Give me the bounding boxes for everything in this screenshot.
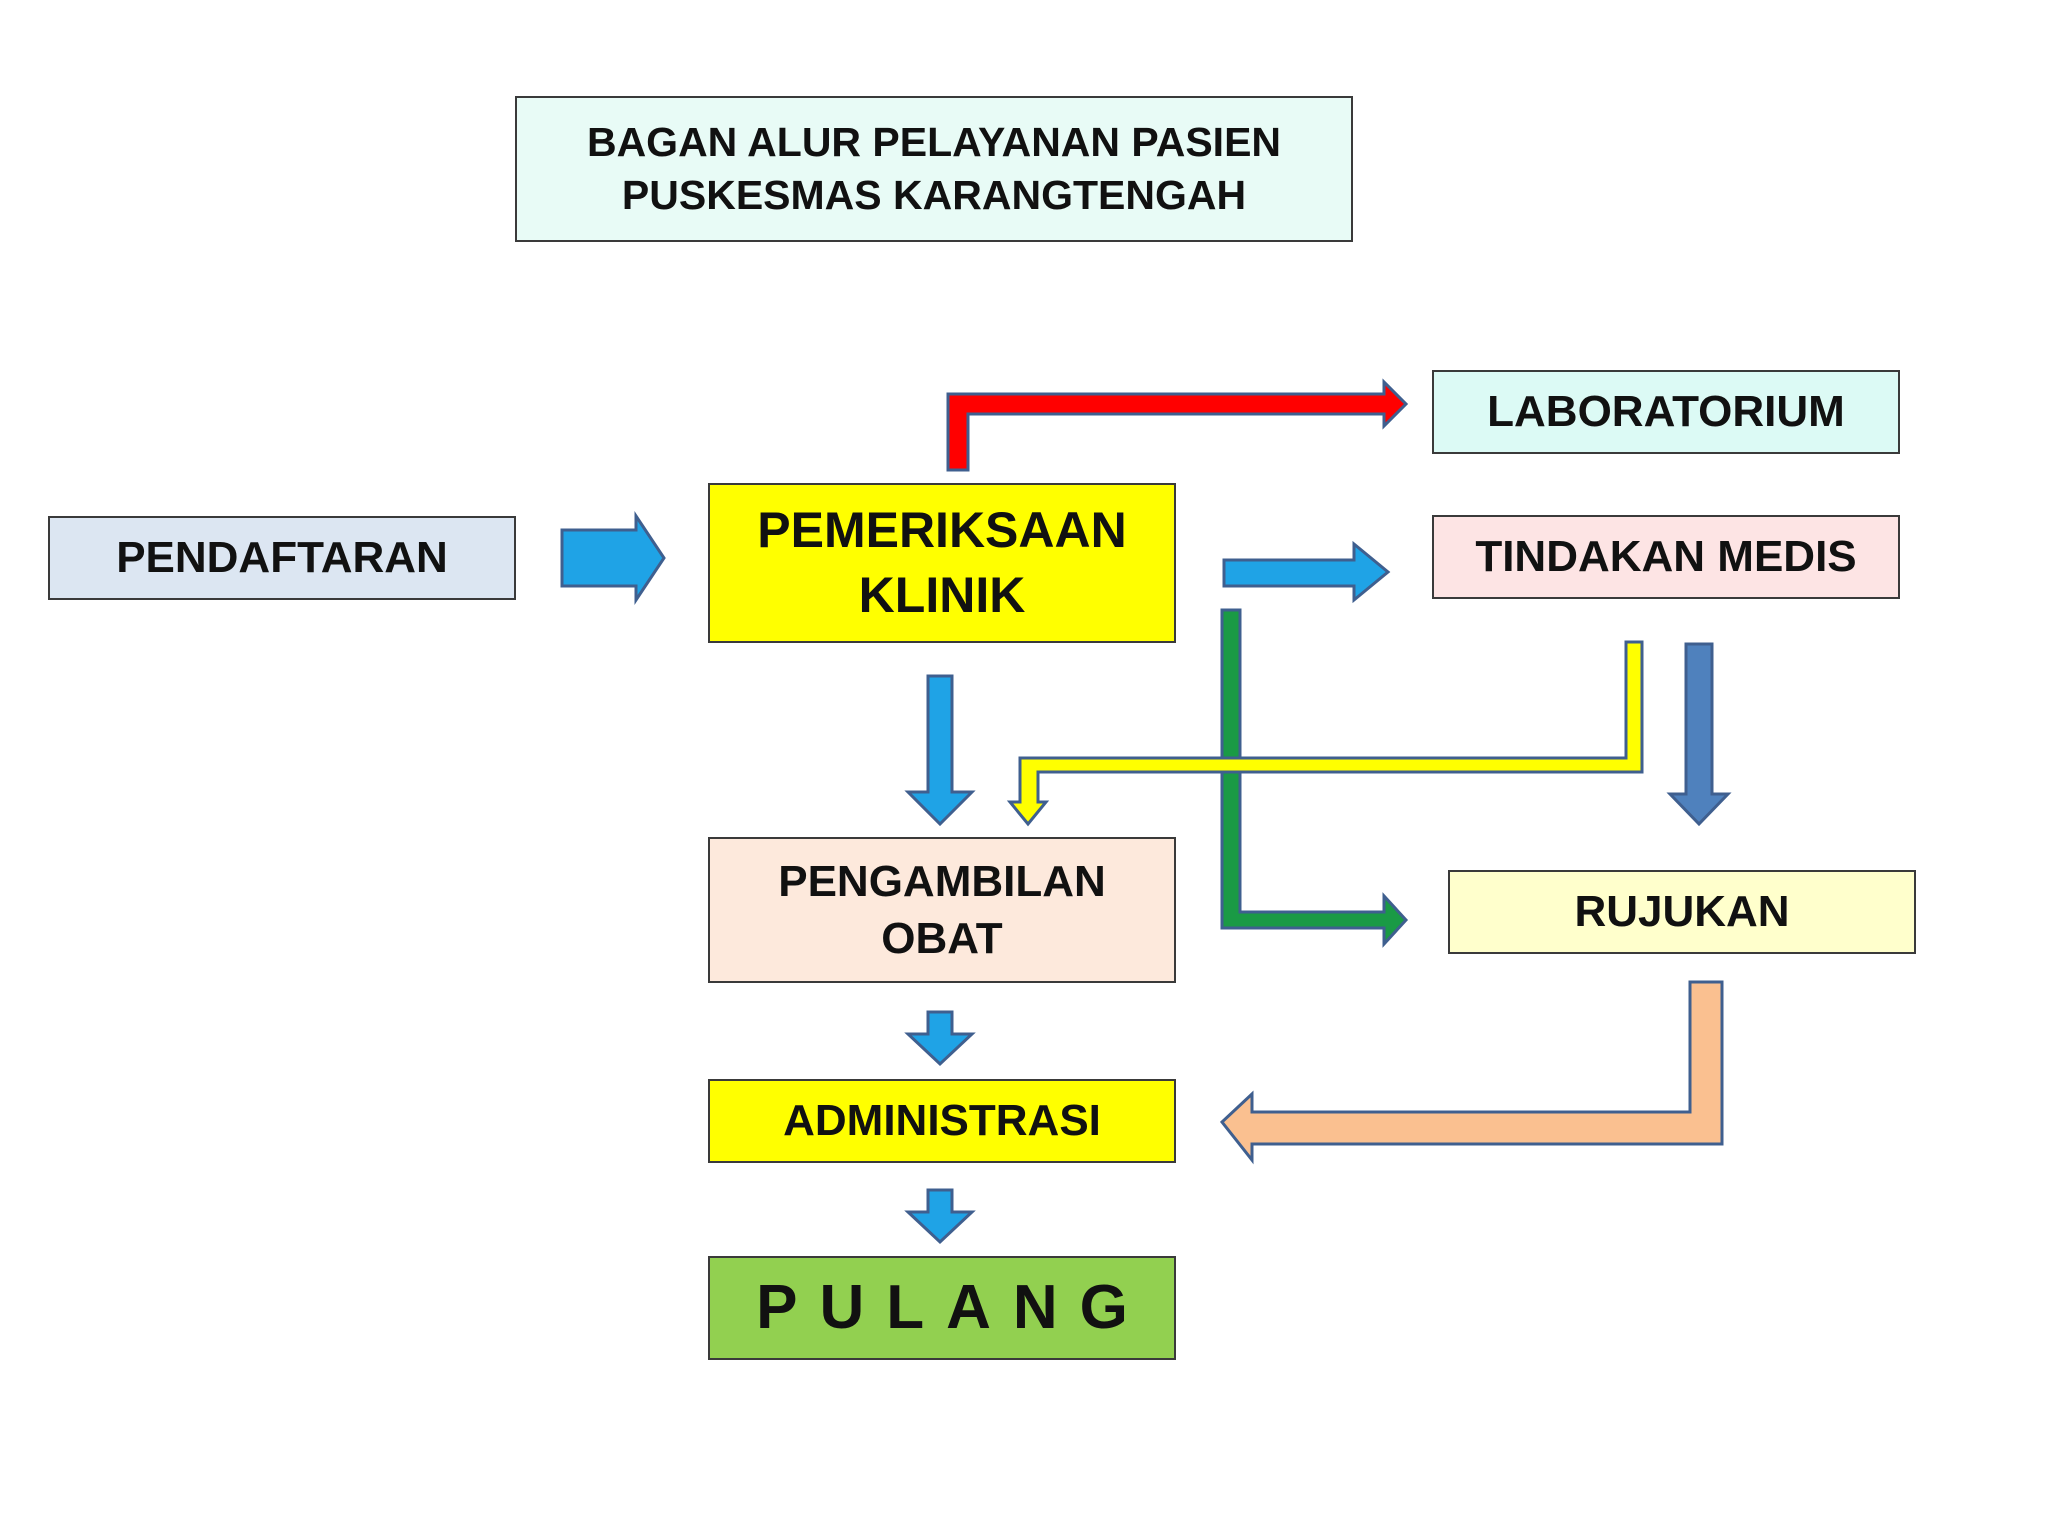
node-pengambilan-label-2: OBAT [881, 914, 1003, 963]
arrow-rujukan-to-administrasi [1219, 980, 1724, 1165]
title-line-2: PUSKESMAS KARANGTENGAH [621, 172, 1247, 218]
node-pemeriksaan-klinik: PEMERIKSAAN KLINIK [708, 483, 1176, 643]
node-administrasi: ADMINISTRASI [708, 1079, 1176, 1163]
node-rujukan: RUJUKAN [1448, 870, 1916, 954]
node-pulang: PULANG [708, 1256, 1176, 1360]
node-pemeriksaan-label-1: PEMERIKSAAN [757, 502, 1127, 558]
node-pengambilan-label-1: PENGAMBILAN [778, 856, 1106, 906]
arrow-pendaftaran-to-pemeriksaan [560, 511, 666, 605]
arrow-pemeriksaan-to-pengambilan [904, 674, 976, 827]
arrow-pemeriksaan-to-tindakan [1222, 540, 1391, 604]
node-administrasi-label: ADMINISTRASI [783, 1096, 1101, 1146]
node-laboratorium-label: LABORATORIUM [1487, 387, 1845, 437]
node-pulang-label: PULANG [756, 1272, 1150, 1342]
node-laboratorium: LABORATORIUM [1432, 370, 1900, 454]
diagram-title: BAGAN ALUR PELAYANAN PASIEN PUSKESMAS KA… [515, 96, 1353, 242]
arrow-tindakan-to-rujukan [1666, 642, 1732, 827]
node-rujukan-label: RUJUKAN [1574, 887, 1790, 937]
title-line-1: BAGAN ALUR PELAYANAN PASIEN [586, 118, 1282, 165]
node-tindakan-label: TINDAKAN MEDIS [1475, 532, 1857, 582]
arrow-administrasi-to-pulang [904, 1188, 976, 1245]
node-pemeriksaan-label-2: KLINIK [858, 567, 1026, 623]
node-tindakan-medis: TINDAKAN MEDIS [1432, 515, 1900, 599]
arrow-pemeriksaan-to-rujukan [1220, 608, 1409, 948]
arrow-tindakan-to-pengambilan [1006, 640, 1644, 827]
node-pengambilan-obat: PENGAMBILAN OBAT [708, 837, 1176, 983]
node-pendaftaran: PENDAFTARAN [48, 516, 516, 600]
node-pendaftaran-label: PENDAFTARAN [116, 533, 448, 583]
arrow-pemeriksaan-to-laboratorium [946, 378, 1409, 472]
arrow-pengambilan-to-administrasi [904, 1010, 976, 1067]
